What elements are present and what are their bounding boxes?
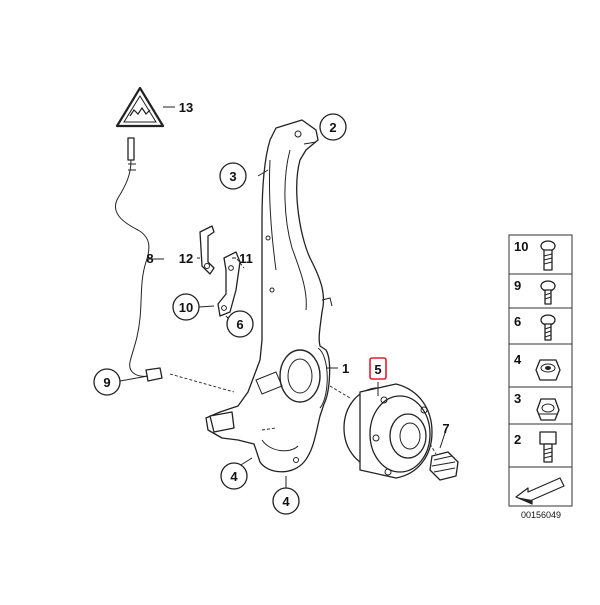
svg-text:5: 5 — [374, 362, 381, 377]
svg-text:6: 6 — [514, 314, 521, 329]
callout-6: 6 — [226, 310, 254, 338]
svg-text:4: 4 — [282, 494, 290, 509]
svg-text:2: 2 — [329, 120, 336, 135]
svg-text:9: 9 — [103, 375, 110, 390]
callout-5: 5 — [369, 357, 387, 380]
svg-text:13: 13 — [179, 100, 193, 115]
svg-text:2: 2 — [514, 432, 521, 447]
svg-text:10: 10 — [179, 300, 193, 315]
svg-text:4: 4 — [514, 352, 522, 367]
svg-text:10: 10 — [514, 239, 528, 254]
reference-number: 00156049 — [521, 510, 561, 520]
callout-4b: 4 — [272, 487, 300, 515]
svg-text:3: 3 — [229, 169, 236, 184]
legend-row-3: 3 — [514, 391, 560, 421]
svg-text:4: 4 — [230, 469, 238, 484]
callout-3: 3 — [219, 162, 247, 190]
callout-1: 1 — [326, 361, 349, 376]
direction-arrow-icon — [515, 477, 565, 505]
bolt-icon — [539, 431, 557, 463]
callout-2: 2 — [319, 113, 347, 141]
assembly-line-knuckle — [261, 427, 277, 431]
callout-10: 10 — [172, 293, 200, 321]
bolt-icon — [540, 314, 556, 341]
svg-text:9: 9 — [514, 278, 521, 293]
legend-row-9: 9 — [514, 278, 556, 305]
bolt-icon — [540, 240, 556, 271]
legend-row-2: 2 — [514, 431, 557, 463]
callout-11: 11 — [232, 251, 253, 266]
bolt-icon — [540, 280, 556, 305]
callout-9: 9 — [93, 368, 121, 396]
highlight-box — [369, 357, 387, 380]
legend-row-6: 6 — [514, 314, 556, 341]
svg-text:3: 3 — [514, 391, 521, 406]
legend-row-10: 10 — [514, 239, 556, 271]
sensor-bracket-12 — [197, 225, 215, 275]
callout-13: 13 — [179, 100, 193, 115]
svg-text:11: 11 — [239, 251, 253, 266]
fastener-legend: 10 9 6 4 — [508, 234, 573, 507]
svg-text:6: 6 — [236, 317, 243, 332]
abs-sensor-cable — [115, 137, 163, 382]
legend-row-4: 4 — [514, 352, 561, 381]
callout-7: 7 — [442, 421, 449, 436]
nut-icon — [536, 398, 560, 421]
callout-12: 12 — [179, 251, 193, 266]
steering-knuckle — [205, 119, 333, 473]
nut-icon — [535, 359, 561, 381]
assembly-line-9 — [169, 373, 235, 393]
assembly-line-5 — [329, 385, 351, 399]
collar-nut — [429, 451, 459, 481]
sensor-bracket-11 — [217, 251, 245, 317]
sensor-warning-triangle — [115, 86, 175, 128]
svg-text:7: 7 — [442, 421, 449, 436]
callout-4a: 4 — [220, 462, 248, 490]
svg-text:12: 12 — [179, 251, 193, 266]
svg-text:8: 8 — [146, 251, 153, 266]
wheel-hub — [343, 383, 433, 479]
callout-8: 8 — [146, 251, 153, 266]
svg-text:1: 1 — [342, 361, 349, 376]
